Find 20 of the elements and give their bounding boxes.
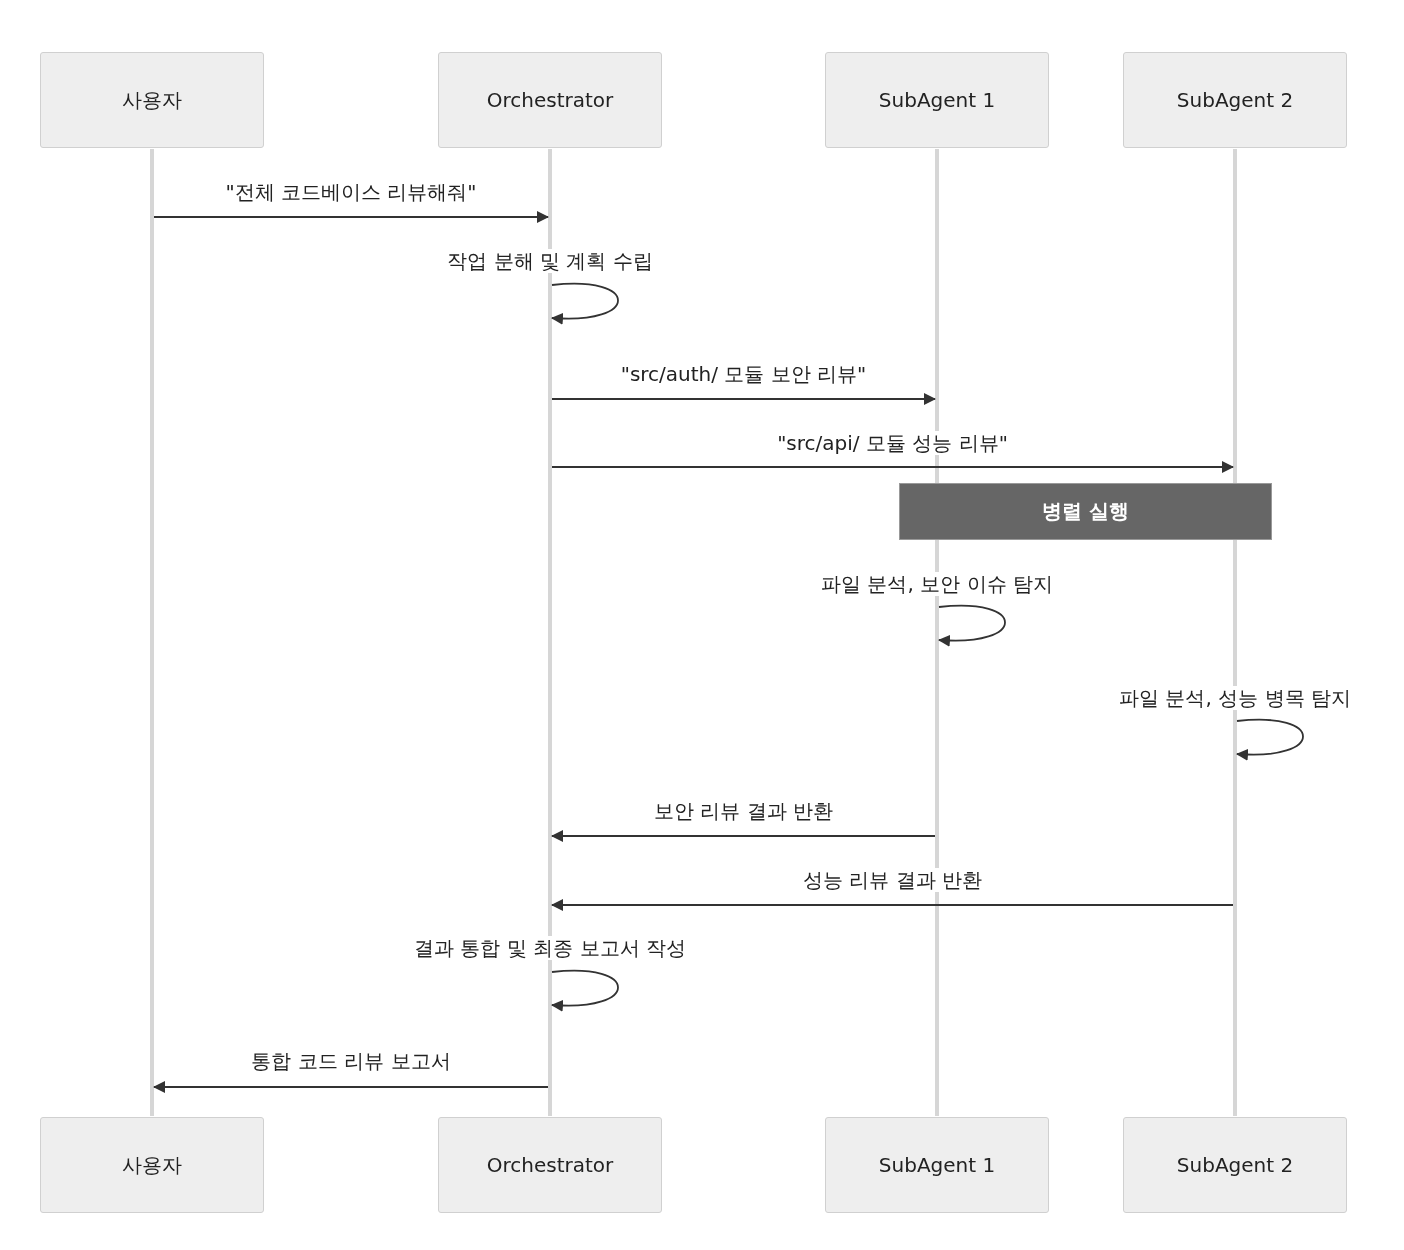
actor-box: SubAgent 2 bbox=[1123, 1117, 1347, 1213]
message-arrow bbox=[551, 830, 936, 842]
self-arrow bbox=[1236, 718, 1304, 761]
actor-box: 사용자 bbox=[40, 1117, 264, 1213]
lifeline bbox=[150, 149, 154, 1116]
actor-box: 사용자 bbox=[40, 52, 264, 148]
self-arrow bbox=[551, 282, 619, 325]
self-arrow bbox=[551, 969, 619, 1012]
note-box: 병렬 실행 bbox=[899, 483, 1272, 540]
self-arrow bbox=[938, 604, 1006, 647]
message-arrow bbox=[551, 393, 936, 405]
actor-box: SubAgent 1 bbox=[825, 1117, 1049, 1213]
actor-box: Orchestrator bbox=[438, 52, 662, 148]
message-arrow bbox=[551, 899, 1234, 911]
message-arrow bbox=[153, 1081, 549, 1093]
actor-box: SubAgent 1 bbox=[825, 52, 1049, 148]
actor-box: Orchestrator bbox=[438, 1117, 662, 1213]
message-arrow bbox=[153, 211, 549, 223]
message-arrow bbox=[551, 461, 1234, 473]
actor-box: SubAgent 2 bbox=[1123, 52, 1347, 148]
